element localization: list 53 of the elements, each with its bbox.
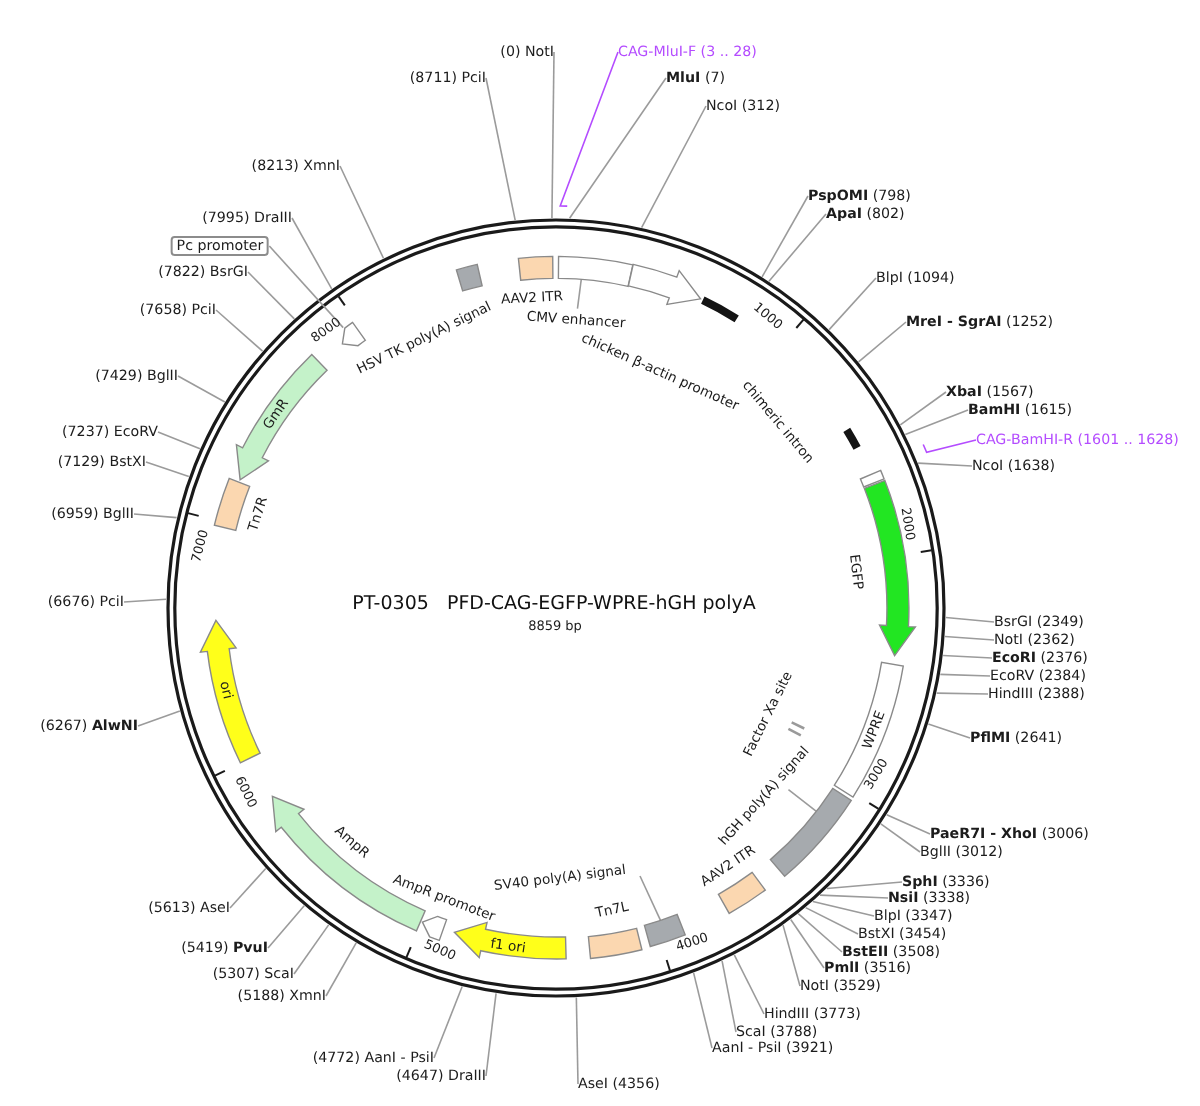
- leader-line: [939, 673, 991, 677]
- leader-line: [857, 321, 907, 363]
- leader-line: [880, 823, 921, 853]
- leader-line: [768, 213, 827, 283]
- leader-line: [133, 513, 178, 519]
- leader-line: [247, 271, 296, 320]
- leader-line: [935, 692, 989, 695]
- leader-line: [157, 431, 201, 450]
- leader-line: [761, 195, 809, 278]
- leader-line: [945, 616, 995, 623]
- leader-line: [797, 912, 843, 953]
- leader-line: [229, 867, 267, 909]
- leader-line: [917, 462, 973, 467]
- leader-line: [787, 788, 817, 812]
- leader-line: [325, 942, 357, 997]
- leader-line: [922, 439, 977, 454]
- leader-line: [568, 77, 667, 220]
- leader-line: [485, 77, 516, 221]
- leader-line: [293, 924, 330, 975]
- leader-line: [123, 598, 167, 603]
- leader-line: [812, 900, 875, 917]
- leader-line: [828, 277, 877, 331]
- leader-line: [804, 906, 859, 935]
- leader-line: [145, 461, 190, 478]
- leader-line: [944, 635, 995, 641]
- leader-line: [575, 996, 579, 1085]
- leader-line: [433, 985, 463, 1059]
- leader-line: [551, 51, 555, 219]
- plasmid-title: PT-0305 PFD-CAG-EGFP-WPRE-hGH polyA: [352, 593, 756, 615]
- leader-line: [904, 409, 969, 436]
- leader-line: [339, 165, 385, 260]
- leader-line: [268, 245, 344, 329]
- leader-line: [692, 972, 713, 1049]
- leader-line: [885, 813, 931, 835]
- leader-line: [927, 723, 971, 739]
- leader-line: [576, 278, 583, 310]
- leader-line: [215, 309, 264, 352]
- leader-line: [782, 924, 801, 987]
- leader-line: [291, 217, 333, 290]
- leader-line: [721, 960, 737, 1033]
- leader-line: [639, 875, 662, 922]
- leader-line: [899, 391, 947, 426]
- leader-line: [733, 954, 765, 1015]
- leader-line: [177, 375, 226, 403]
- leader-line: [826, 881, 903, 890]
- leader-line: [485, 992, 497, 1077]
- leader-line: [819, 894, 889, 899]
- leader-line: [789, 918, 825, 969]
- leader-line: [267, 905, 306, 949]
- leader-line: [137, 710, 181, 727]
- leader-line: [942, 654, 993, 659]
- leader-line: [640, 105, 707, 229]
- leader-line: [559, 51, 619, 207]
